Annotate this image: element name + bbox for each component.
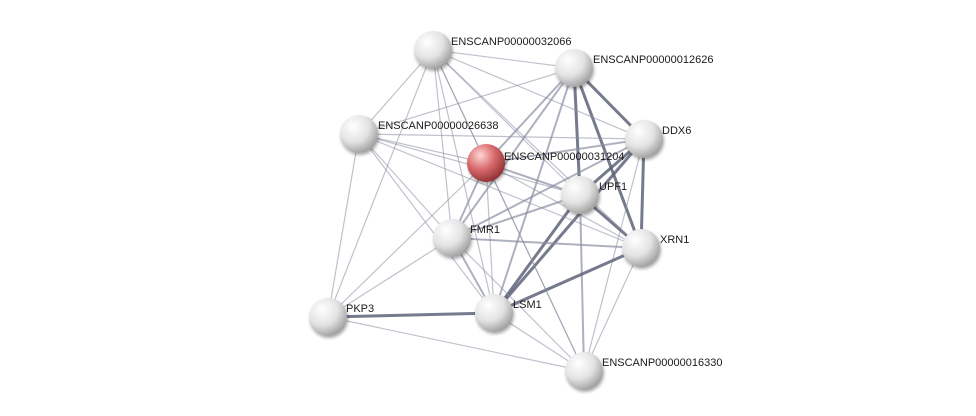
node-n12626[interactable]: ENSCANP00000012626: [555, 49, 713, 87]
protein-node[interactable]: [622, 229, 660, 267]
node-label-pkp3: PKP3: [346, 303, 374, 315]
edge-xrn1-lsm1: [493, 246, 642, 315]
protein-node[interactable]: [414, 31, 452, 69]
edge-xrn1-n32066: [432, 49, 642, 249]
protein-node[interactable]: [625, 120, 663, 158]
node-n32066[interactable]: ENSCANP00000032066: [414, 31, 571, 69]
edge-ddx6-fmr1: [451, 138, 645, 239]
protein-node[interactable]: [475, 294, 513, 332]
node-label-n16330: ENSCANP00000016330: [602, 357, 722, 369]
edge-xrn1-n26638: [358, 133, 642, 249]
node-xrn1[interactable]: XRN1: [622, 229, 689, 267]
edge-pkp3-n16330: [327, 316, 585, 372]
node-pkp3[interactable]: PKP3: [309, 298, 374, 336]
edge-ddx6-nq: [485, 138, 645, 164]
edge-xrn1-nq: [485, 162, 642, 249]
node-lsm1[interactable]: LSM1: [475, 294, 542, 332]
node-n26638[interactable]: ENSCANP00000026638: [340, 115, 498, 153]
edge-xrn1-n16330: [583, 247, 642, 372]
node-label-n12626: ENSCANP00000012626: [593, 54, 713, 66]
edge-pkp3-nq: [327, 162, 487, 318]
edge-ddx6-lsm1: [492, 138, 646, 314]
node-ddx6[interactable]: DDX6: [625, 120, 691, 158]
edge-fmr1-pkp3: [327, 237, 453, 318]
protein-node[interactable]: [340, 115, 378, 153]
node-label-ddx6: DDX6: [662, 125, 691, 137]
node-n16330[interactable]: ENSCANP00000016330: [565, 352, 722, 390]
edge-n12626-nq: [485, 67, 575, 164]
edge-n12626-lsm1: [493, 67, 575, 314]
edge-n12626-n26638: [358, 67, 575, 135]
edge-upf1-n32066: [432, 49, 581, 196]
node-label-xrn1: XRN1: [660, 234, 689, 246]
edge-layer: [327, 49, 646, 372]
protein-node[interactable]: [555, 49, 593, 87]
edge-n32066-n16330: [432, 49, 585, 372]
edge-lsm1-n32066: [432, 49, 495, 314]
edge-n12626-n32066: [432, 49, 575, 69]
edge-nq-n26638: [358, 133, 487, 164]
edge-xrn1-fmr1: [451, 237, 642, 249]
edge-n12626-fmr1: [451, 67, 575, 239]
node-fmr1[interactable]: FMR1: [433, 219, 500, 257]
node-label-nq: ENSCANP00000031204: [504, 151, 624, 163]
edge-lsm1-pkp3: [327, 311, 495, 319]
edge-pkp3-n32066: [327, 49, 434, 318]
edge-fmr1-n26638: [358, 133, 453, 239]
edge-n12626-upf1: [572, 67, 582, 196]
query-protein-node[interactable]: [467, 144, 505, 182]
protein-node[interactable]: [433, 219, 471, 257]
protein-node[interactable]: [565, 352, 603, 390]
node-label-n26638: ENSCANP00000026638: [378, 120, 498, 132]
edge-ddx6-n16330: [583, 138, 645, 372]
protein-node[interactable]: [561, 176, 599, 214]
edge-ddx6-n26638: [358, 133, 645, 140]
node-label-lsm1: LSM1: [513, 299, 542, 311]
node-label-fmr1: FMR1: [470, 224, 500, 236]
edge-upf1-n16330: [579, 194, 585, 372]
node-label-n32066: ENSCANP00000032066: [451, 36, 571, 48]
edge-pkp3-n26638: [327, 133, 360, 318]
edge-lsm1-nq: [485, 162, 495, 314]
edge-ddx6-n32066: [432, 49, 645, 140]
node-label-upf1: UPF1: [599, 181, 627, 193]
node-layer: ENSCANP00000032066ENSCANP00000012626ENSC…: [309, 31, 722, 390]
edge-fmr1-n16330: [451, 237, 585, 372]
edge-upf1-lsm1: [492, 194, 582, 314]
node-upf1[interactable]: UPF1: [561, 176, 627, 214]
node-nq[interactable]: ENSCANP00000031204: [467, 144, 624, 182]
edge-lsm1-n26638: [358, 133, 495, 314]
protein-node[interactable]: [309, 298, 347, 336]
edge-fmr1-n32066: [432, 49, 453, 239]
